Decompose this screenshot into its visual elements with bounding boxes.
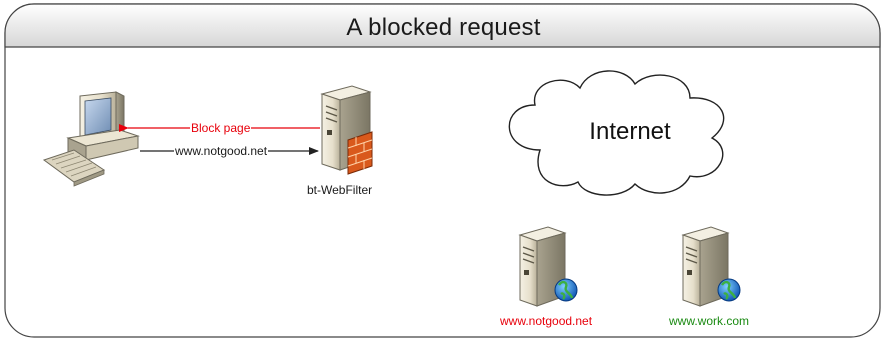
blocked-server-label: www.notgood.net — [500, 314, 593, 328]
internet-label: Internet — [589, 118, 671, 145]
web-server-icon — [681, 226, 741, 307]
allowed-server-label: www.work.com — [669, 314, 750, 328]
cloud-icon — [508, 70, 725, 196]
desktop-computer-icon — [42, 91, 140, 187]
filter-name-label: bt-WebFilter — [307, 183, 373, 197]
page-title: A blocked request — [346, 14, 541, 41]
web-server-icon — [518, 226, 578, 307]
firewall-server-icon — [320, 85, 373, 175]
request-url-label: www.notgood.net — [174, 144, 269, 158]
block-page-label: Block page — [190, 121, 252, 135]
